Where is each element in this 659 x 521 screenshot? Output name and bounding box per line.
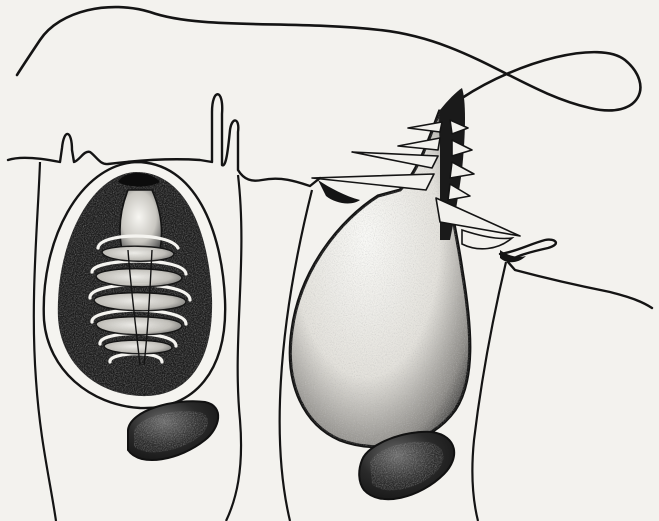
epidermis-surface-right — [500, 240, 652, 308]
discharged-thread — [17, 7, 640, 110]
discharged-nematocyst — [290, 88, 526, 447]
right-cell-wall-right — [472, 262, 506, 521]
nucleus-left — [128, 401, 218, 460]
left-cell-wall-inner — [226, 175, 241, 521]
undischarged-nematocyst — [44, 162, 225, 408]
